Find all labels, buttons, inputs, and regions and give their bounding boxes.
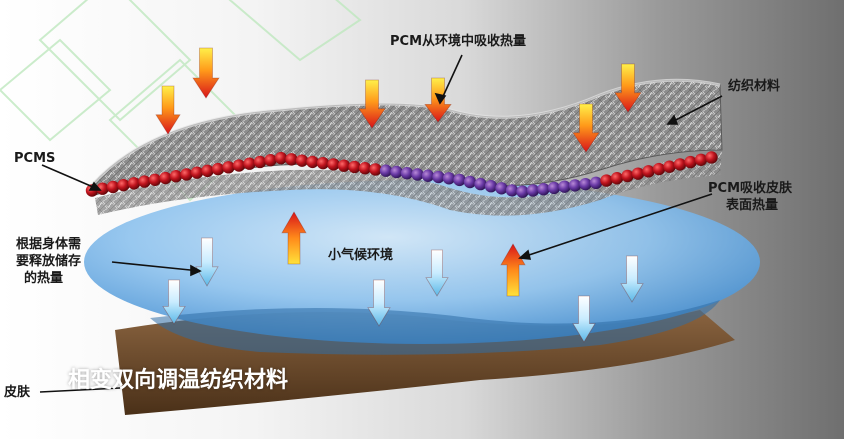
pcm-microcapsule (117, 178, 130, 192)
cool-arrow-icon (425, 249, 449, 297)
pcm-microcapsule (442, 172, 456, 185)
heat-arrow-icon (614, 63, 642, 113)
pcm-microcapsule (295, 154, 309, 167)
rise-arrow-icon (500, 243, 526, 297)
heat-arrow-icon (572, 103, 600, 153)
pcm-microcapsule (537, 182, 550, 196)
pcm-microcapsule (211, 162, 225, 176)
pcm-microcapsule (400, 167, 414, 180)
pcm-microcapsule (348, 160, 361, 174)
cool-arrow-icon (162, 279, 186, 325)
heat-arrow-icon (155, 85, 181, 135)
cool-arrow-icon (367, 279, 391, 327)
pcm-microcapsule (432, 170, 445, 184)
pcm-microcapsule (621, 169, 634, 183)
label-textile: 纺织材料 (728, 79, 781, 94)
heat-arrow-icon (358, 79, 386, 129)
label-pcms: PCMS (14, 151, 56, 166)
pcm-microcapsule (264, 153, 277, 167)
pcm-microcapsule (516, 185, 529, 198)
pcm-microcapsule (358, 162, 372, 175)
pcm-microcapsule (684, 155, 697, 169)
pcm-microcapsule (421, 169, 435, 182)
pcm-microcapsule (663, 160, 676, 173)
pcm-microcapsule (694, 153, 708, 166)
pcm-microcapsule (390, 165, 403, 179)
pcm-microcapsule (568, 179, 582, 192)
pcm-microcapsule (495, 182, 508, 195)
microclimate-ellipse (84, 180, 760, 344)
pcm-microcapsule (96, 182, 109, 195)
cool-arrow-icon (195, 237, 219, 287)
pcm-microcapsule (306, 155, 319, 169)
pcm-microcapsule (148, 173, 162, 186)
pcm-microcapsule (222, 161, 235, 174)
label-pcm-absorb-skin-2: 表面热量 (726, 198, 779, 213)
pcm-microcapsule (673, 158, 687, 171)
pcm-microcapsule (232, 159, 246, 172)
leader-lines (39, 54, 723, 393)
pcm-microcapsule (379, 164, 393, 177)
pcm-microcapsule (642, 165, 655, 178)
pcm-microcapsule (589, 176, 603, 190)
rise-arrow-icon (281, 211, 307, 265)
pcm-microcapsule (526, 184, 540, 197)
cool-arrow-icon (572, 295, 596, 343)
pcm-microcapsule (610, 172, 624, 185)
label-microclimate: 小气候环境 (328, 248, 394, 263)
pcm-microcapsule (243, 157, 256, 170)
pcm-microcapsule (547, 181, 561, 195)
label-pcm-absorb-skin-1: PCM吸收皮肤 (708, 181, 793, 196)
pcm-microcapsule (169, 170, 183, 183)
pcm-microcapsule (505, 184, 519, 197)
label-release-3: 的热量 (24, 271, 64, 286)
arrow-layer (155, 47, 644, 343)
pcm-microcapsule (201, 164, 214, 178)
pcm-microcapsule (327, 158, 340, 171)
pcm-microcapsule (484, 180, 498, 193)
pcm-microcapsule (411, 168, 424, 181)
pcm-microcapsule (600, 174, 613, 187)
label-release-2: 要释放储存 (16, 254, 82, 269)
pcm-microcapsule (127, 177, 141, 190)
pcm-microcapsule (474, 177, 487, 191)
pcm-microcapsule (253, 155, 267, 169)
pcm-microcapsule (579, 177, 592, 191)
diagram-title: 相变双向调温纺织材料 (68, 368, 289, 393)
label-pcm-absorb-env: PCM从环境中吸收热量 (390, 34, 527, 49)
pcm-microcapsule (453, 173, 466, 187)
pcm-microcapsule (190, 166, 204, 179)
pcm-microcapsule (337, 159, 351, 172)
pcm-microcapsule (463, 175, 477, 189)
pcm-microcapsule (106, 180, 120, 194)
pcm-microcapsule (159, 171, 172, 185)
cool-arrow-icon (620, 255, 644, 303)
label-release-1: 根据身体需 (16, 237, 82, 252)
pcm-microcapsule (285, 153, 298, 166)
skin-surface-in-ellipse (150, 300, 720, 355)
pcm-microcapsule (652, 162, 666, 176)
pcm-microcapsule (180, 168, 193, 181)
pcm-microcapsule (138, 175, 151, 188)
pcm-microcapsule (369, 163, 382, 176)
pcm-microcapsule (316, 156, 330, 170)
pcm-microcapsule (558, 180, 571, 193)
label-skin: 皮肤 (4, 385, 31, 400)
pcm-microcapsule (705, 151, 718, 164)
pcm-microcapsule (631, 167, 645, 180)
heat-arrow-icon (192, 47, 220, 99)
pcm-microcapsule (274, 151, 288, 165)
